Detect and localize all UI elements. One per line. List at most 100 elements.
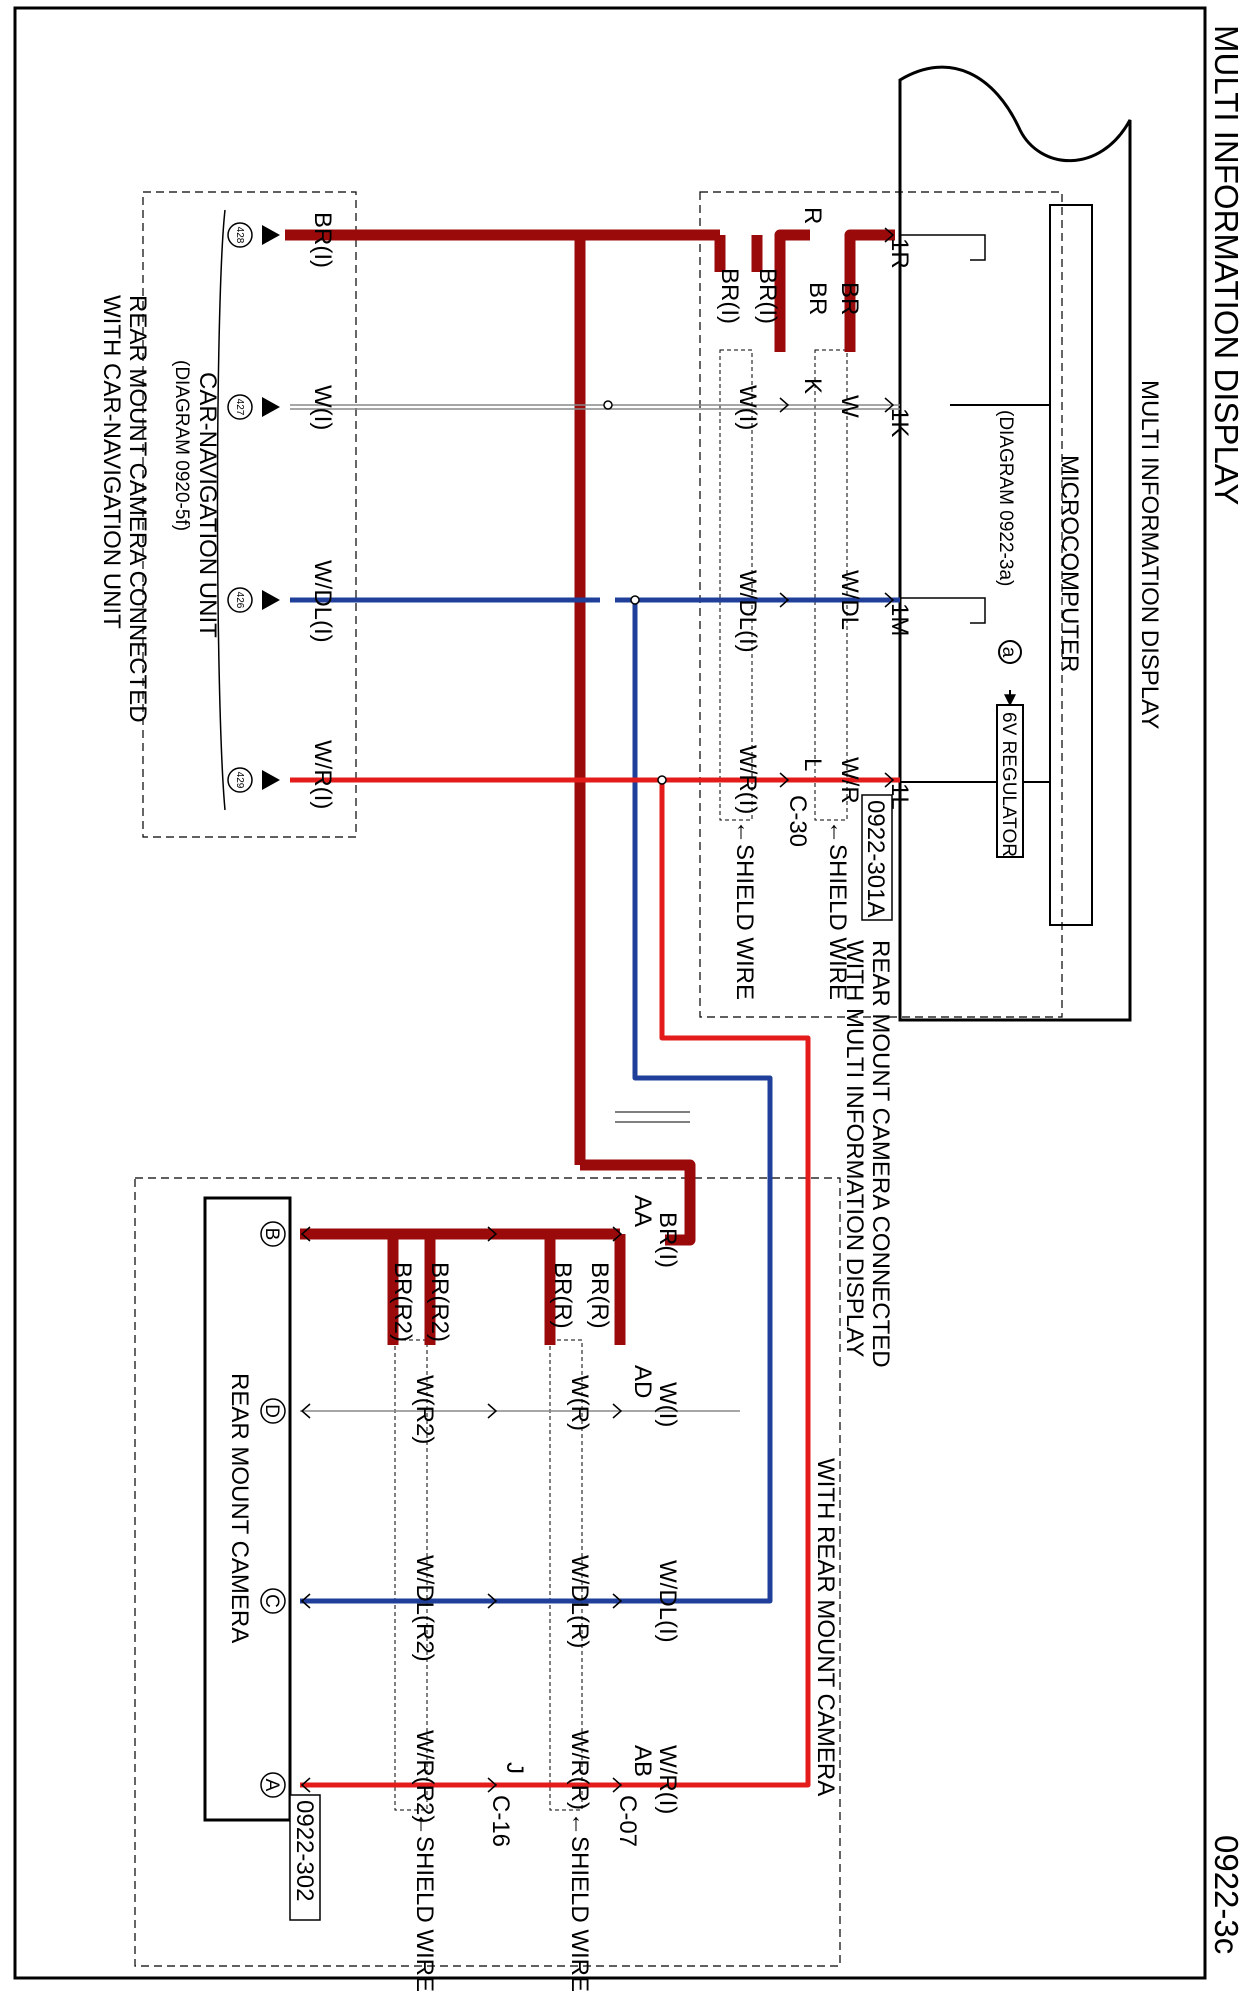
nav-wire-label: W(I) [309, 385, 336, 430]
c07-inner-label: W(R) [566, 1375, 593, 1431]
mid-pin-label: 1M [886, 603, 913, 636]
c07-inner-label: W/DL(R) [566, 1555, 593, 1648]
variant-camera-label: WITH REAR MOUNT CAMERA [812, 1458, 839, 1796]
variant-nav-label: REAR MOUNT CAMERA CONNECTED [124, 295, 151, 723]
regulator-label: 6V REGULATOR [998, 712, 1019, 857]
variant-mid-label: REAR MOUNT CAMERA CONNECTED [867, 940, 894, 1368]
microcomputer-label: MICROCOMPUTER [1056, 455, 1083, 672]
c30-upper-label: W [836, 395, 863, 418]
c16-connector: C-16 [487, 1795, 514, 1847]
connector-chevrons [300, 227, 895, 1793]
mid-unit-title: MULTI INFORMATION DISPLAY [1136, 380, 1163, 729]
c16-terminal: J [501, 1762, 528, 1774]
nav-pin-number: 426 [234, 592, 245, 609]
c07-inner-label: BR(R) [549, 1262, 576, 1329]
variant-nav-label: WITH CAR-NAVIGATION UNIT [98, 295, 125, 629]
variant-box-nav [142, 191, 357, 838]
c16-inner-label: W/DL(R2) [411, 1555, 438, 1662]
nav-wire-label: W/R(I) [309, 740, 336, 809]
c30-terminal: K [799, 378, 826, 394]
wire-w [290, 404, 900, 1412]
page-number: 0922-3c [1208, 1835, 1245, 1954]
c07-terminal: AB [629, 1745, 656, 1777]
wire-wr [290, 777, 900, 1788]
camera-pin-label: D [261, 1404, 282, 1418]
c30-terminal: R [799, 207, 826, 224]
camera-connector-id: 0922-302 [291, 1800, 318, 1901]
c30-lower-label: W/R(I) [734, 745, 761, 814]
c30-upper-label: BR [836, 282, 863, 315]
mid-connector-id: 0922-301A [862, 800, 889, 917]
c16-inner-label: BR(R2) [389, 1262, 416, 1342]
variant-box-mid [699, 191, 1063, 1018]
c07-wire-label: W/DL(I) [654, 1560, 681, 1643]
wire-splice [657, 775, 667, 785]
c30-lower-label: BR(I) [754, 268, 781, 324]
c30-upper-label: W/R [836, 757, 863, 804]
wire-wdl [290, 597, 900, 1604]
camera-pin-label: B [261, 1228, 282, 1241]
wire-splice [630, 595, 640, 605]
c16-shield-box [394, 1339, 428, 1811]
connector-id-box-mid [861, 794, 893, 921]
ground-symbol [900, 597, 986, 624]
c30-shield-label: ←SHIELD WIRE [731, 820, 758, 1000]
circle-marker-a [998, 640, 1022, 664]
c30-shield-label: ←SHIELD WIRE [824, 820, 851, 1000]
c30-upper-label: BR [804, 282, 831, 315]
mid-diagram-ref: (DIAGRAM 0922-3a) [995, 410, 1016, 586]
c16-inner-label: W(R2) [411, 1375, 438, 1444]
c30-connector: C-30 [784, 795, 811, 847]
ground-symbol [900, 234, 986, 261]
mid-pin-label: 1L [886, 783, 913, 810]
variant-box-camera [134, 1177, 841, 1967]
nav-pin-number: 427 [234, 399, 245, 416]
nav-unit-name: CAR-NAVIGATION UNIT [194, 372, 221, 638]
c30-lower-label: W/DL(I) [734, 570, 761, 653]
c07-wire-label: W(I) [654, 1382, 681, 1427]
c30-upper-label: W/DL [836, 570, 863, 630]
nav-unit-body-edge [216, 209, 226, 811]
c07-inner-label: BR(R) [586, 1262, 613, 1329]
c16-shield-label: ←SHIELD WIRE [411, 1812, 438, 1992]
nav-diagram-ref: (DIAGRAM 0920-5f) [171, 360, 192, 531]
c30-lower-label: BR(I) [716, 268, 743, 324]
c07-shield-label: ←SHIELD WIRE [566, 1812, 593, 1992]
wire-br [285, 229, 895, 1345]
c30-lower-label: W(I) [734, 385, 761, 430]
page-border [13, 6, 1207, 1980]
variant-mid-label: WITH MULTI INFORMATION DISPLAY [841, 940, 868, 1357]
c07-wire-label: W/R(I) [654, 1745, 681, 1814]
c30-shield-box [814, 349, 848, 821]
camera-pin-label: A [261, 1779, 282, 1792]
c07-terminal: AD [629, 1365, 656, 1398]
mid-unit-outline [898, 65, 1132, 1022]
circle-marker-label: a [998, 647, 1019, 658]
c07-wire-label: BR(I) [654, 1212, 681, 1268]
c07-terminal: AA [629, 1195, 656, 1227]
c07-shield-box [549, 1339, 583, 1811]
c16-inner-label: W/R(R2) [411, 1730, 438, 1823]
camera-name: REAR MOUNT CAMERA [226, 1373, 253, 1643]
microcomputer-box [1049, 204, 1093, 926]
camera-pin-label: C [261, 1594, 282, 1608]
camera-box [203, 1196, 292, 1822]
c07-inner-label: W/R(R) [566, 1730, 593, 1810]
wire-splice [603, 400, 613, 410]
mid-pin-label: 1R [886, 238, 913, 269]
c16-inner-label: BR(R2) [426, 1262, 453, 1342]
camera-pin-circles [260, 1221, 286, 1798]
c07-connector: C-07 [614, 1795, 641, 1847]
page-title: MULTI INFORMATION DISPLAY [1208, 25, 1245, 505]
nav-pin-triangles [262, 225, 280, 790]
nav-wire-label: BR(I) [309, 212, 336, 268]
nav-pin-circles [227, 222, 253, 793]
c30-shield-box [719, 349, 753, 821]
mid-pin-label: 1K [886, 408, 913, 437]
nav-pin-number: 428 [234, 227, 245, 244]
connector-id-box-camera [289, 1794, 321, 1921]
nav-pin-number: 429 [234, 772, 245, 789]
c30-terminal: L [799, 758, 826, 771]
nav-wire-label: W/DL(I) [309, 560, 336, 643]
